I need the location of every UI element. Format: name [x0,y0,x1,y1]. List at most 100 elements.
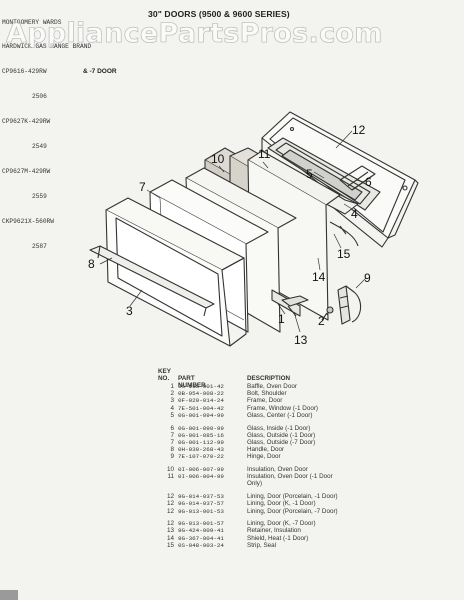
part-number: 0H-030-268-43 [178,446,224,454]
callout-6: 6 [365,175,372,189]
model-line: HARDWICK GAS RANGE BRAND [2,43,92,51]
callout-13: 13 [294,333,308,347]
key-number: 15 [166,541,174,549]
model-line: CP9616-429RW [2,68,47,76]
part-number: 0S-048-003-24 [178,541,224,549]
callout-15: 15 [337,247,351,261]
door-frame-part [89,197,247,347]
part-description: Frame, Window (-1 Door) [247,404,319,412]
part-description: Insulation, Oven Door (-1 Door [247,473,333,481]
model-line: CKP9621X-560RW [2,217,54,225]
part-number: 9G-013-001-53 [178,507,224,515]
part-number: 9G-014-037-57 [178,500,224,508]
description-header: DESCRIPTION [247,375,291,382]
part-description: Frame, Door [247,397,283,405]
key-number: 14 [166,534,174,542]
model-line: 2559 [32,192,47,200]
door-suffix-label: & -7 DOOR [83,68,117,75]
part-number: 0B-954-008-22 [178,390,224,398]
key-header: KEY [158,368,171,375]
key-number: 10 [166,466,174,473]
leader-lines [99,130,367,333]
model-line: MONTGOMERY WARDS [2,18,62,26]
part-description: Baffle, Oven Door [247,383,297,390]
part-description: Hinge, Door [247,453,281,461]
callout-8: 8 [88,257,95,271]
model-line: CP9627K-429RW [2,118,51,126]
part-description: Glass, Center (-1 Door) [247,411,313,419]
part-number: 0G-001-085-16 [178,431,224,439]
key-number: 12 [166,500,174,508]
key-number: 11 [167,473,174,481]
part-description: Handle, Door [247,446,285,454]
part-number: 9G-367-004-41 [178,534,224,542]
key-number: 12 [166,493,174,501]
part-number: 7E-107-070-22 [178,453,224,461]
part-number: 9G-013-001-57 [178,520,224,528]
callout-7: 7 [139,180,146,194]
callout-5: 5 [306,167,313,181]
part-description: Strip, Seal [247,541,277,549]
part-description: Lining, Door (K, -7 Door) [247,520,316,528]
part-number: 0G-001-090-99 [178,424,224,432]
window-frame-part [267,137,381,211]
corner-mark [0,590,18,600]
key-number: 2 [170,390,174,398]
part-number: 9G-014-037-53 [178,493,224,501]
key-number: 5 [170,411,174,419]
callout-2: 2 [318,314,325,328]
part-number: 0G-001-112-99 [178,438,224,446]
part-number: 0I-006-004-99 [178,473,224,481]
part-number: 0G-001-094-99 [178,411,224,419]
seal-strip-part [329,221,359,247]
part-description: Lining, Door (Porcelain, -1 Door) [247,493,338,501]
part-description: Only) [247,480,263,488]
key-number: 9 [170,453,174,461]
part-description: Insulation, Oven Door [247,466,308,473]
part-description: Shield, Heat (-1 Door) [247,534,309,542]
door-hinge-part [337,285,362,325]
no-header: NO. [158,375,170,382]
page-title: 30" DOORS (9500 & 9600 SERIES) [148,9,290,19]
model-line: 2549 [32,143,47,151]
key-number: 12 [166,507,174,515]
key-number: 1 [170,383,174,390]
callout-14: 14 [312,270,326,284]
door-handle-part [89,245,215,309]
part-number: 7E-501-004-42 [178,404,224,412]
key-number: 4 [170,404,174,412]
callout-3: 3 [126,304,133,318]
callout-labels: 1 2 3 4 5 6 7 8 9 10 11 12 13 14 15 [88,123,372,347]
key-number: 6 [170,424,174,432]
callout-10: 10 [211,152,225,166]
part-description: Glass, Outside (-1 Door) [247,431,316,439]
key-number: 7 [170,431,174,439]
model-line: 2506 [32,93,47,101]
model-line: 2587 [32,242,47,250]
part-number: 0F-020-014-24 [178,397,224,405]
callout-1: 1 [278,312,285,326]
part-description: Glass, Outside (-7 Door) [247,438,316,446]
part-number: 9G-115-001-42 [178,383,224,390]
key-number: 8 [170,446,174,454]
part-description: Lining, Door (K, -1 Door) [247,500,316,508]
callout-12: 12 [352,123,366,137]
part-description: Glass, Inside (-1 Door) [247,424,311,432]
part-description: Lining, Door (Porcelain, -7 Door) [247,507,338,515]
part-description: Retainer, Insulation [247,527,301,535]
part-number-header: PART NUMBER [178,375,206,390]
key-number: 7 [170,438,174,446]
callout-9: 9 [364,271,371,285]
key-number: 13 [166,527,174,535]
model-list: MONTGOMERY WARDS HARDWICK GAS RANGE BRAN… [2,2,91,259]
shoulder-bolt-part [321,306,334,321]
key-number: 12 [166,520,174,528]
part-description: Bolt, Shoulder [247,390,287,398]
callout-11: 11 [258,147,271,161]
callout-4: 4 [351,207,358,221]
model-line: CP9627M-429RW [2,167,51,175]
watermark: AppliancePartsPros.com [6,18,383,50]
key-number: 3 [170,397,174,405]
part-number: 0I-006-007-99 [178,466,224,473]
